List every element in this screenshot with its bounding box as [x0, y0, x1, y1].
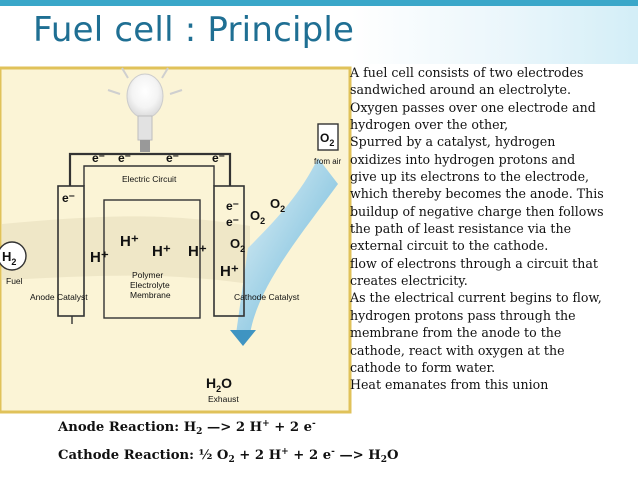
air-stream [236, 158, 338, 334]
body-line: A fuel cell consists of two electrodes [350, 65, 584, 80]
anode-catalyst-label: Anode Catalyst [30, 292, 88, 302]
proton-label: H⁺ [120, 233, 139, 250]
electron-label: e⁻ [212, 151, 225, 165]
circuit-label: Electric Circuit [122, 174, 177, 184]
anode-reaction: Anode Reaction: H2 —> 2 H+ + 2 e- [58, 419, 316, 437]
body-line: Oxygen passes over one electrode and [350, 99, 596, 115]
body-line: cathode to form water. [350, 359, 496, 375]
cathode-reaction-label: Cathode Reaction: [58, 448, 194, 463]
body-line: cathode, react with oxygen at the [350, 342, 565, 358]
electron-label: e⁻ [118, 151, 131, 165]
top-accent-bar [0, 0, 638, 6]
water-label: H2O [206, 375, 232, 394]
body-line: As the electrical current begins to flow… [350, 290, 602, 306]
from-air-label: from air [314, 157, 341, 166]
title-band [0, 6, 638, 64]
body-line: hydrogen over the other, [350, 117, 509, 133]
cathode-reaction: Cathode Reaction: ½ O2 + 2 H+ + 2 e- —> … [58, 447, 399, 465]
electron-label: e⁻ [92, 151, 105, 165]
membrane-label: Polymer [132, 270, 163, 280]
body-line: sandwiched around an electrolyte. [350, 82, 571, 98]
body-line: flow of electrons through a circuit that [350, 255, 598, 271]
proton-label: H⁺ [220, 263, 239, 280]
anode-plate [57, 185, 85, 317]
air-stream-arrowhead [230, 330, 256, 346]
body-text: A fuel cell consists of two electrodes s… [350, 64, 638, 394]
body-line: which thereby becomes the anode. This [350, 186, 604, 202]
reactions: Anode Reaction: H2 —> 2 H+ + 2 e- Cathod… [58, 414, 399, 470]
electron-label: e⁻ [62, 191, 75, 205]
fuel-cell-diagram: e⁻ e⁻ e⁻ e⁻ e⁻ e⁻ e⁻ Electric Circuit H2… [0, 66, 352, 414]
membrane [103, 199, 201, 319]
circuit-wire [68, 152, 232, 186]
electron-label: e⁻ [226, 215, 239, 229]
oxygen-label: O2 [270, 196, 285, 214]
body-line: hydrogen protons pass through the [350, 307, 576, 323]
membrane-label: Membrane [130, 290, 171, 300]
circuit-wire-inner [83, 165, 215, 186]
light-bulb-icon [107, 67, 183, 152]
slide-title: Fuel cell : Principle [33, 10, 355, 50]
body-line: external circuit to the cathode. [350, 238, 549, 254]
body-line: creates electricity. [350, 273, 468, 289]
fuel-stream [2, 216, 250, 284]
membrane-label: Electrolyte [130, 280, 170, 290]
body-line: Spurred by a catalyst, hydrogen [350, 134, 556, 150]
body-line: the path of least resistance via the [350, 221, 572, 237]
electron-label: e⁻ [226, 199, 239, 213]
body-line: oxidizes into hydrogen protons and [350, 151, 576, 167]
body-line: give up its electrons to the electrode, [350, 169, 590, 185]
proton-label: H⁺ [188, 243, 207, 260]
oxygen-label: O2 [250, 208, 265, 226]
body-line: Heat emanates from this union [350, 377, 549, 393]
anode-reaction-label: Anode Reaction: [58, 420, 180, 435]
oxygen-label: O2 [230, 236, 245, 254]
proton-label: H⁺ [90, 249, 109, 266]
electron-label: e⁻ [166, 151, 179, 165]
fuel-label: Fuel [6, 276, 23, 286]
exhaust-label: Exhaust [208, 394, 239, 404]
oxygen-inlet-label: O2 [320, 131, 334, 148]
hydrogen-inlet-label: H2 [2, 249, 16, 267]
cathode-catalyst-label: Cathode Catalyst [234, 292, 300, 302]
cathode-plate [213, 185, 245, 317]
proton-label: H⁺ [152, 243, 171, 260]
body-line: membrane from the anode to the [350, 325, 562, 341]
oxygen-inlet-box [317, 123, 339, 151]
body-line: buildup of negative charge then follows [350, 203, 604, 219]
hydrogen-inlet-circle [0, 241, 27, 271]
